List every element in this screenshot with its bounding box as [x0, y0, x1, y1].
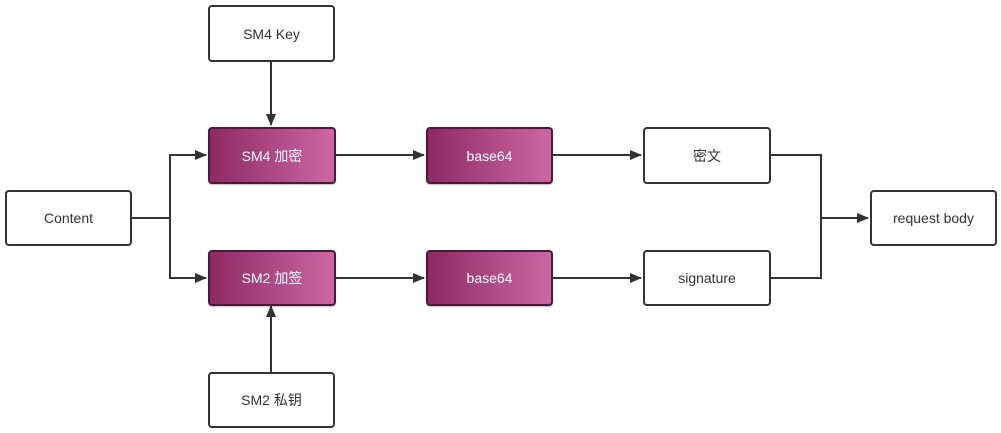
edge-signature-merge: [771, 218, 822, 279]
ciphertext-node: 密文: [643, 127, 771, 184]
edge-split-to-sm2: [169, 218, 207, 283]
sm4-encrypt-node: SM4 加密: [208, 127, 336, 184]
sm2-sign-node: SM2 加签: [208, 250, 336, 306]
base64-top-node: base64: [426, 127, 553, 184]
base64-bottom-node: base64: [426, 250, 553, 306]
content-node: Content: [5, 190, 132, 246]
edge-split-to-sm4: [169, 150, 207, 218]
edge-cipher-merge: [771, 154, 822, 218]
sm4-key-node: SM4 Key: [208, 5, 335, 62]
signature-node: signature: [643, 250, 771, 306]
sm2-private-key-node: SM2 私钥: [208, 372, 335, 428]
request-body-node: request body: [870, 190, 997, 246]
